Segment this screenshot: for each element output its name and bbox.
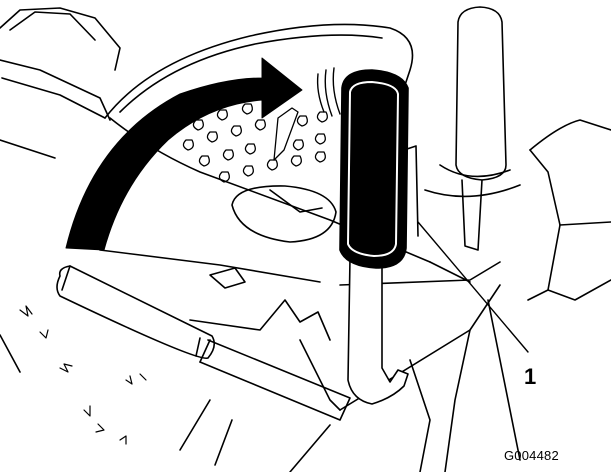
lever-slot-opening (231, 185, 337, 243)
callout-number-1: 1 (524, 364, 537, 389)
callout-leader-line (417, 221, 529, 353)
foreground-handle (56, 265, 351, 421)
motion-arrow (65, 57, 303, 251)
figure-code: G004482 (504, 448, 559, 463)
side-plate-outline (527, 119, 611, 301)
motion-lines (316, 67, 341, 117)
grass-marks (19, 305, 147, 445)
control-lever (339, 69, 419, 405)
machine-body-outline (0, 7, 521, 472)
background-lever (424, 6, 521, 251)
